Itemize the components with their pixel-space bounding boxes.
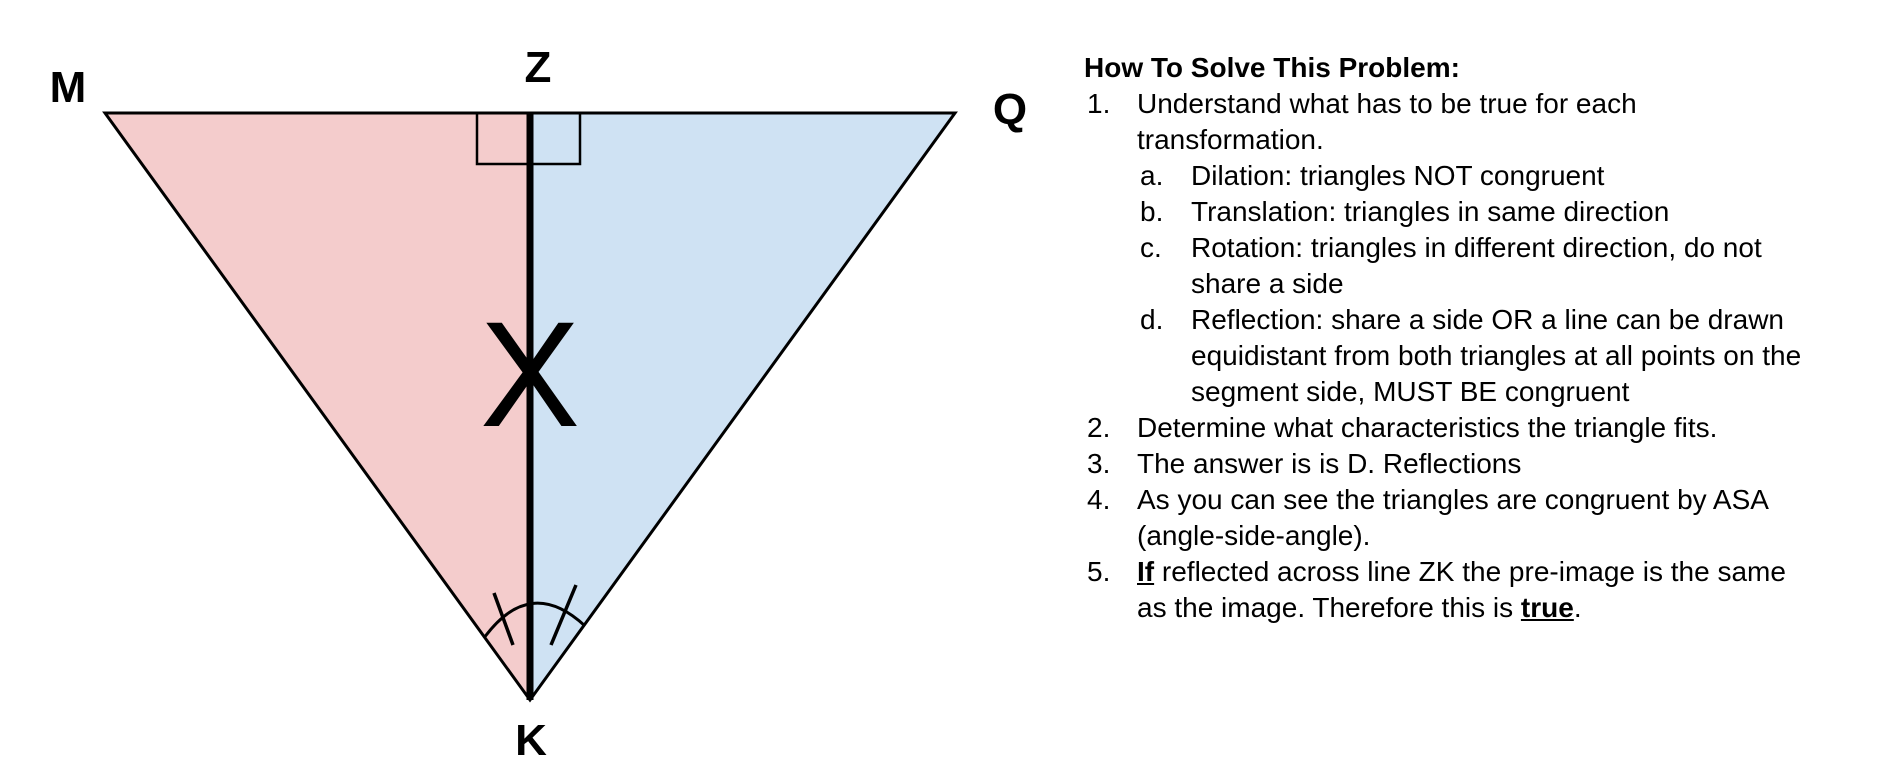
emphasis-true: true: [1520, 592, 1574, 623]
step-text-pre: as the image. Therefore this is: [1137, 592, 1521, 623]
step-text-rest: reflected across line ZK the pre-image i…: [1154, 556, 1786, 587]
vertex-label-z: Z: [525, 43, 552, 92]
vertex-label-q: Q: [993, 85, 1027, 134]
angle-arc-k: [482, 601, 587, 639]
subitem-letter: b.: [1140, 196, 1164, 227]
angle-tick-right: [549, 584, 578, 646]
step-text: (angle-side-angle).: [1137, 520, 1371, 551]
step-text: transformation.: [1137, 124, 1324, 155]
angle-tick-left: [492, 592, 515, 646]
subitem-text: equidistant from both triangles at all p…: [1191, 340, 1802, 371]
step-number: 3.: [1087, 448, 1111, 479]
subitem-text: share a side: [1191, 268, 1344, 299]
subitem-text: Rotation: triangles in different directi…: [1191, 232, 1762, 263]
congruent-side-mark: X: [480, 290, 580, 458]
step-text: If reflected across line ZK the pre-imag…: [1137, 554, 1786, 590]
step-text: Determine what characteristics the trian…: [1137, 412, 1718, 443]
step-text: Understand what has to be true for each: [1137, 88, 1637, 119]
vertex-label-k: K: [515, 716, 547, 765]
step-number: 1.: [1087, 88, 1111, 119]
triangle-diagram: X M Z Q K: [50, 43, 1027, 765]
subitem-text: Translation: triangles in same direction: [1191, 196, 1670, 227]
step-text-post: .: [1573, 592, 1582, 623]
step-text: As you can see the triangles are congrue…: [1137, 484, 1769, 515]
step-number: 4.: [1087, 484, 1111, 515]
step-text: The answer is is D. Reflections: [1137, 448, 1522, 479]
subitem-text: Dilation: triangles NOT congruent: [1191, 160, 1605, 191]
subitem-letter: c.: [1140, 232, 1162, 263]
step-number: 2.: [1087, 412, 1111, 443]
step-number: 5.: [1087, 556, 1111, 587]
step-text: as the image. Therefore this is true.: [1137, 590, 1582, 626]
solution-heading: How To Solve This Problem:: [1084, 52, 1460, 83]
subitem-text: Reflection: share a side OR a line can b…: [1191, 304, 1784, 335]
subitem-letter: a.: [1140, 160, 1164, 191]
subitem-letter: d.: [1140, 304, 1164, 335]
subitem-text: segment side, MUST BE congruent: [1191, 376, 1630, 407]
emphasis-if: If: [1137, 556, 1155, 587]
vertex-label-m: M: [50, 63, 87, 112]
